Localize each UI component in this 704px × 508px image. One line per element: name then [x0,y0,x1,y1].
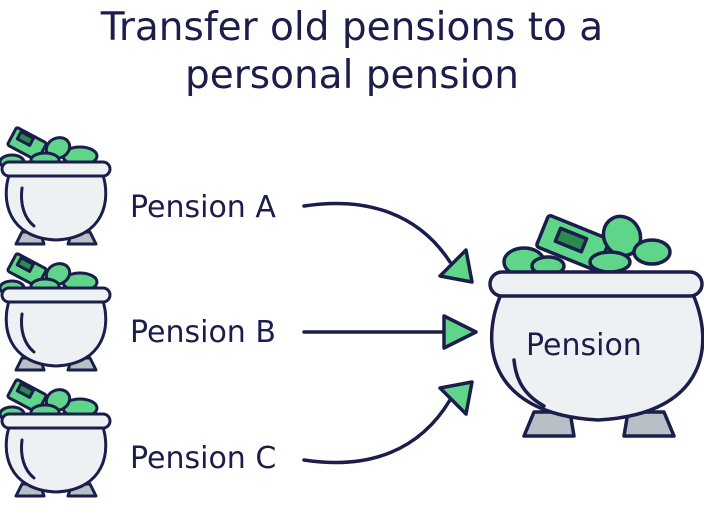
pot-icon-a [0,125,112,246]
arrow-a-icon [302,201,474,284]
target-pension-label: Pension [526,328,642,363]
pot-icon-b [0,251,112,372]
arrow-c-icon [302,380,474,465]
main-pot-icon [488,214,704,438]
pension-b-label: Pension B [130,315,276,350]
diagram-title: Transfer old pensions to a personal pens… [0,0,704,100]
title-line-1: Transfer old pensions to a [100,5,604,50]
title-line-2: personal pension [184,53,519,98]
pot-icon-c [0,377,112,498]
pension-c-label: Pension C [130,441,277,476]
pension-a-label: Pension A [130,190,276,225]
arrow-b-icon [302,314,478,350]
